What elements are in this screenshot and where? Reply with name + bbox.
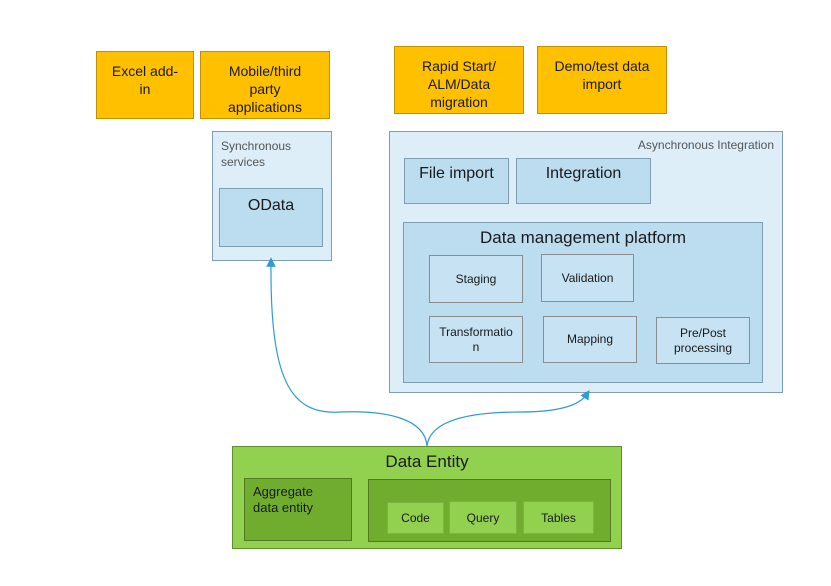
transformation-label: Transformatio n	[439, 324, 513, 354]
tables-box: Tables	[523, 501, 594, 534]
excel-addin-box: Excel add- in	[96, 51, 194, 119]
arrow-to-async-integration	[426, 389, 590, 447]
data-entity-title: Data Entity	[385, 452, 469, 471]
odata-label: OData	[247, 197, 295, 214]
demo-test-data-box: Demo/test data import	[537, 46, 667, 114]
rapid-start-label: Rapid Start/ ALM/Data migration	[422, 58, 496, 110]
transformation-box: Transformatio n	[429, 316, 523, 363]
prepost-processing-box: Pre/Post processing	[656, 317, 750, 364]
excel-addin-label: Excel add- in	[111, 63, 179, 97]
mobile-third-party-box: Mobile/third party applications	[200, 51, 330, 119]
staging-box: Staging	[429, 255, 523, 303]
odata-box: OData	[219, 188, 323, 247]
validation-label: Validation	[561, 270, 614, 285]
file-import-label: File import	[419, 165, 494, 182]
code-box: Code	[387, 502, 444, 534]
data-management-platform-title: Data management platform	[480, 228, 686, 247]
staging-label: Staging	[455, 271, 497, 286]
query-label: Query	[466, 510, 500, 525]
validation-box: Validation	[541, 254, 634, 302]
aggregate-data-entity-label: Aggregate data entity	[253, 484, 313, 515]
integration-box: Integration	[516, 158, 651, 204]
mobile-third-party-label: Mobile/third party applications	[228, 63, 302, 115]
arrow-to-odata	[266, 257, 428, 447]
code-label: Code	[401, 511, 430, 525]
query-box: Query	[449, 501, 517, 534]
tables-label: Tables	[541, 510, 576, 525]
aggregate-data-entity-box: Aggregate data entity	[244, 478, 352, 541]
mapping-label: Mapping	[566, 332, 614, 346]
prepost-processing-label: Pre/Post processing	[673, 325, 733, 355]
mapping-box: Mapping	[543, 316, 637, 363]
synchronous-services-title: Synchronous services	[221, 139, 292, 169]
demo-test-data-label: Demo/test data import	[554, 58, 650, 92]
file-import-box: File import	[404, 158, 509, 204]
asynchronous-integration-title: Asynchronous Integration	[637, 138, 774, 152]
integration-label: Integration	[545, 165, 622, 182]
rapid-start-box: Rapid Start/ ALM/Data migration	[394, 46, 524, 114]
